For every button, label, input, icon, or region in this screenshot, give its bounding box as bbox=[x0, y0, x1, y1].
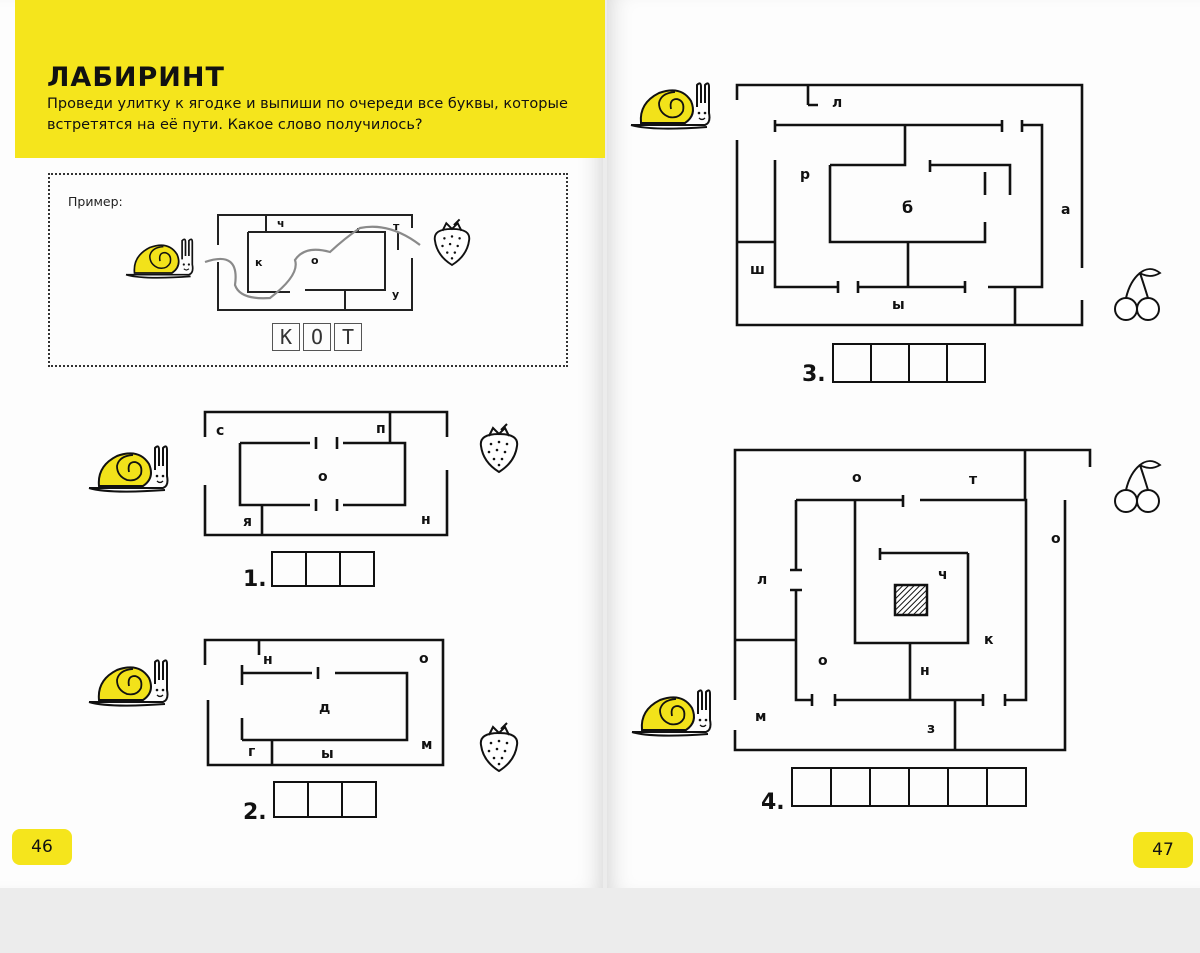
cherry-icon bbox=[1114, 268, 1161, 321]
strawberry-icon bbox=[433, 218, 471, 266]
maze-4-number: 4. bbox=[761, 790, 785, 815]
maze-letter: л bbox=[757, 572, 767, 588]
cherry-icon bbox=[1114, 460, 1161, 513]
maze-4-answer[interactable] bbox=[791, 767, 1027, 807]
example-box bbox=[48, 173, 568, 367]
example-maze bbox=[217, 214, 413, 311]
maze-4-center-block bbox=[893, 583, 929, 617]
maze-letter: о bbox=[419, 651, 429, 667]
maze-letter: м bbox=[755, 709, 766, 725]
page-title: ЛАБИРИНТ bbox=[47, 62, 225, 93]
maze-letter: я bbox=[243, 514, 252, 530]
maze-letter: о bbox=[818, 653, 828, 669]
maze-1-answer[interactable] bbox=[271, 551, 375, 587]
maze-letter: к bbox=[255, 256, 263, 269]
maze-2-answer[interactable] bbox=[273, 781, 377, 818]
example-label: Пример: bbox=[68, 194, 123, 209]
maze-letter: о bbox=[1051, 531, 1061, 547]
maze-3-answer[interactable] bbox=[832, 343, 986, 383]
maze-letter: г bbox=[248, 744, 255, 760]
right-page bbox=[607, 0, 1200, 888]
maze-letter: ч bbox=[277, 217, 285, 230]
maze-letter: ч bbox=[938, 567, 948, 583]
example-answer: К О Т bbox=[272, 323, 365, 351]
page-number-left: 46 bbox=[12, 829, 72, 865]
example-path-line bbox=[204, 225, 421, 300]
maze-3-number: 3. bbox=[802, 362, 826, 387]
maze-1-letters: с п о я н bbox=[216, 421, 431, 530]
answer-cell[interactable] bbox=[339, 551, 375, 587]
example-maze-letters: к ч о т у bbox=[255, 217, 400, 301]
maze-2 bbox=[203, 638, 445, 767]
maze-letter: з bbox=[927, 721, 935, 737]
maze-4 bbox=[733, 448, 1092, 752]
maze-letter: у bbox=[392, 288, 399, 301]
maze-letter: ы bbox=[892, 297, 905, 313]
snail-icon bbox=[630, 82, 711, 130]
answer-cell[interactable] bbox=[341, 781, 377, 818]
maze-letter: к bbox=[984, 632, 994, 648]
maze-letter: а bbox=[1061, 202, 1070, 218]
maze-letter: т bbox=[969, 472, 978, 488]
example-answer-cell: К bbox=[272, 323, 300, 351]
page-number-right: 47 bbox=[1133, 832, 1193, 868]
example-answer-cell: Т bbox=[334, 323, 362, 351]
strawberry-icon bbox=[479, 722, 519, 772]
maze-letter: р bbox=[800, 167, 810, 183]
maze-letter: н bbox=[263, 652, 273, 668]
maze-letter: м bbox=[421, 737, 432, 753]
snail-icon bbox=[125, 238, 194, 279]
snail-icon bbox=[631, 689, 712, 737]
maze-2-letters: н о д г ы м bbox=[248, 651, 432, 762]
maze-1-number: 1. bbox=[243, 567, 267, 592]
maze-letter: ш bbox=[750, 262, 765, 278]
maze-letter: л bbox=[832, 95, 842, 111]
maze-letter: о bbox=[318, 469, 328, 485]
strawberry-icon bbox=[479, 423, 519, 473]
maze-letter: о bbox=[311, 254, 319, 267]
maze-3-letters: л р б а ш ы bbox=[750, 95, 1070, 313]
maze-letter: д bbox=[319, 700, 330, 716]
maze-letter: ы bbox=[321, 746, 334, 762]
maze-letter: н bbox=[421, 512, 431, 528]
answer-cell[interactable] bbox=[946, 343, 986, 383]
answer-cell[interactable] bbox=[986, 767, 1027, 807]
maze-2-number: 2. bbox=[243, 800, 267, 825]
maze-letter: б bbox=[902, 198, 913, 217]
snail-icon bbox=[88, 659, 169, 707]
maze-3 bbox=[735, 83, 1084, 327]
maze-letter: о bbox=[852, 470, 862, 486]
maze-4-letters: о т о ч л к о н м з bbox=[755, 470, 1061, 737]
header-banner bbox=[15, 0, 605, 158]
maze-letter: п bbox=[376, 421, 386, 437]
maze-letter: т bbox=[393, 220, 400, 233]
maze-1 bbox=[203, 410, 449, 537]
snail-icon bbox=[88, 445, 169, 493]
maze-letter: с bbox=[216, 423, 224, 439]
instruction-text: Проведи улитку к ягодке и выпиши по очер… bbox=[47, 96, 568, 133]
example-answer-cell: О bbox=[303, 323, 331, 351]
maze-letter: н bbox=[920, 663, 930, 679]
